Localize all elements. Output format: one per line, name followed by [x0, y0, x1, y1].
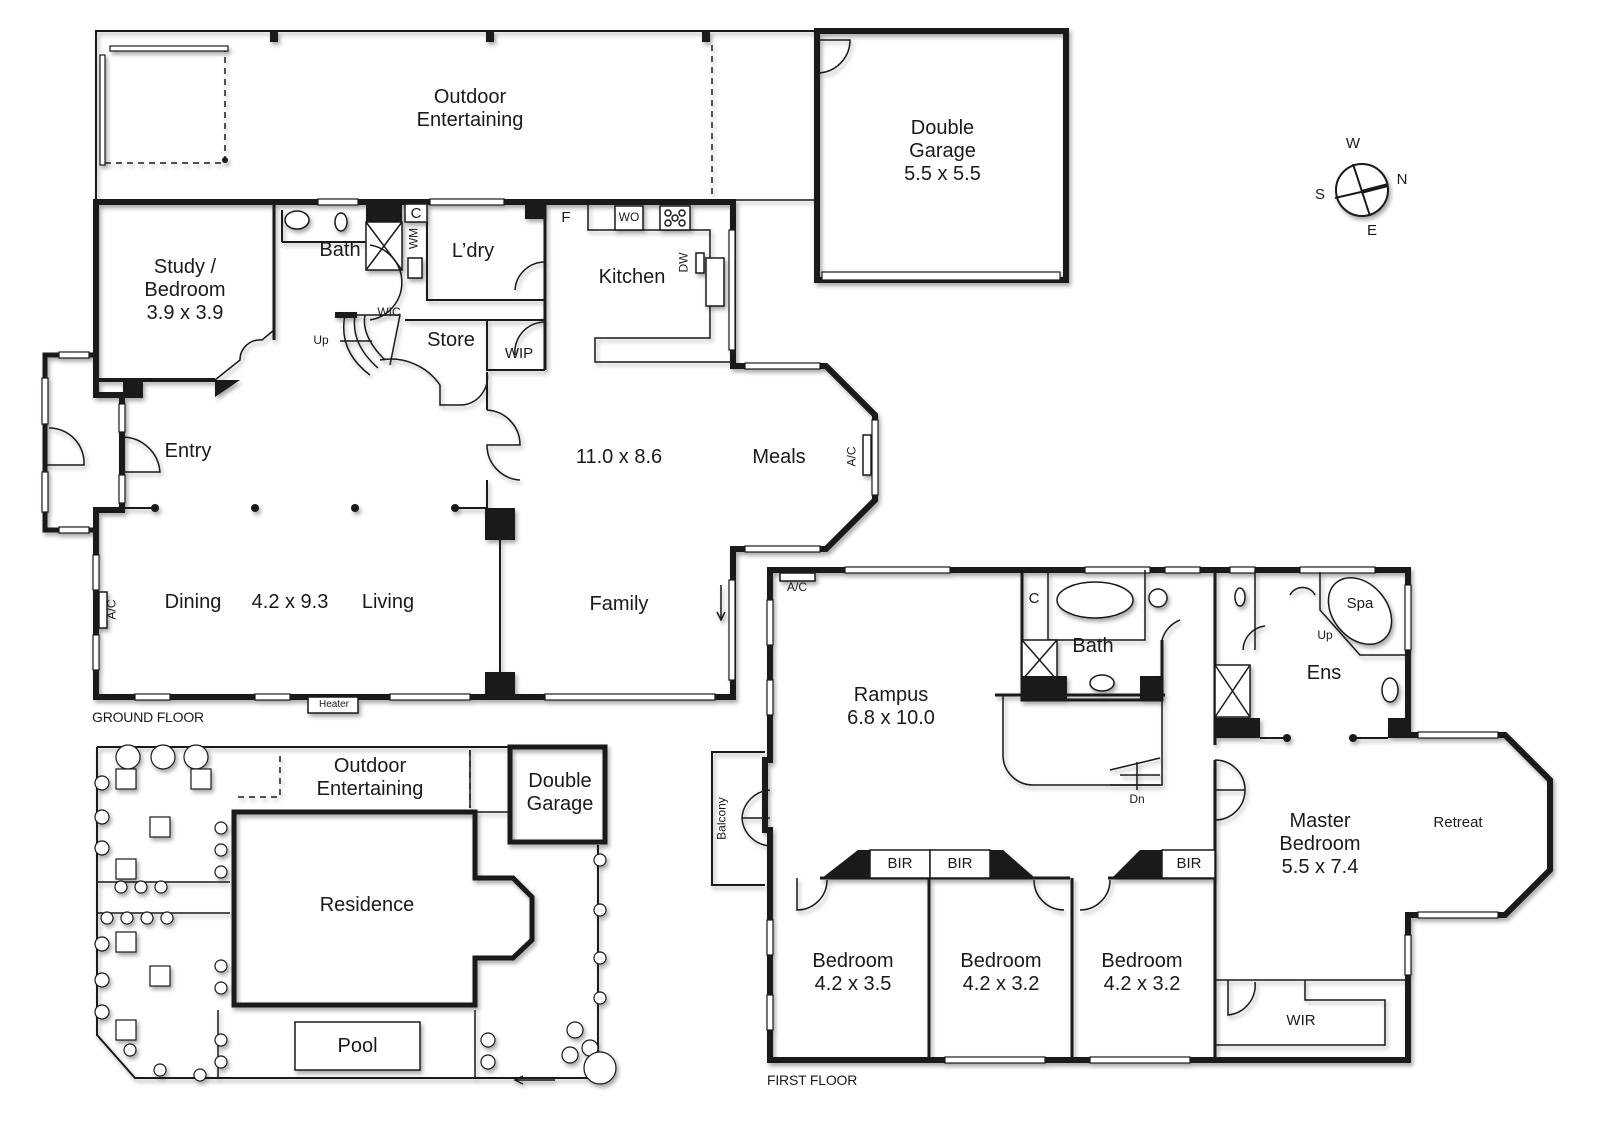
first-floor-plan — [711, 566, 1553, 1064]
room-bedroom-2: Bedroom 4.2 x 3.2 — [948, 950, 1054, 996]
room-kitchen: Kitchen — [598, 266, 666, 288]
room-meals: Meals — [752, 446, 806, 468]
room-label: Bedroom — [812, 950, 894, 972]
fixture-bir: BIR — [1176, 855, 1202, 872]
room-label: Double — [910, 117, 975, 139]
fixture-spa: Spa — [1346, 595, 1374, 612]
site-double-garage: Double Garage — [515, 770, 605, 816]
room-laundry: L’dry — [451, 240, 495, 262]
room-outdoor-entertaining: Outdoor Entertaining — [405, 86, 535, 132]
room-family: Family — [589, 593, 649, 615]
room-wir: WIR — [1286, 1012, 1316, 1029]
fixture-cupboard: C — [1028, 590, 1040, 607]
room-label: Double — [528, 770, 592, 792]
room-label: Garage — [526, 793, 594, 815]
room-ensuite: Ens — [1306, 662, 1342, 684]
stairs-down-label: Dn — [1129, 792, 1145, 806]
fixture-heater: Heater — [318, 699, 349, 710]
room-wip: WIP — [504, 345, 534, 362]
fixture-washing-machine: WM — [406, 227, 421, 250]
room-label: Bedroom — [144, 279, 226, 301]
room-bath-upstairs: Bath — [1072, 635, 1114, 657]
room-size: 5.5 x 5.5 — [904, 163, 981, 185]
room-size: 3.9 x 3.9 — [146, 302, 224, 324]
room-bedroom-1: Bedroom 4.2 x 3.5 — [800, 950, 906, 996]
room-label: Bedroom — [1279, 833, 1361, 855]
compass-north: N — [1396, 171, 1408, 188]
room-study-bedroom: Study / Bedroom 3.9 x 3.9 — [125, 256, 245, 325]
room-label: Garage — [909, 140, 976, 162]
fixture-dishwasher: DW — [676, 252, 691, 273]
fixture-cupboard: C — [410, 205, 422, 222]
room-size: 5.5 x 7.4 — [1281, 856, 1359, 878]
fixture-wall-oven: WO — [618, 210, 640, 224]
room-label: Bedroom — [960, 950, 1042, 972]
compass-icon — [1334, 163, 1389, 217]
room-size: 6.8 x 10.0 — [847, 707, 935, 729]
room-double-garage: Double Garage 5.5 x 5.5 — [880, 117, 1005, 186]
room-size: 4.2 x 3.5 — [814, 973, 892, 995]
compass-east: E — [1366, 222, 1377, 239]
room-wic: WIC — [377, 305, 401, 319]
spa-up-label: Up — [1317, 628, 1333, 642]
room-label: Master — [1289, 810, 1351, 832]
fixture-bir: BIR — [887, 855, 913, 872]
room-bath: Bath — [319, 239, 361, 261]
first-floor-caption: FIRST FLOOR — [767, 1072, 858, 1088]
room-entry: Entry — [164, 440, 212, 462]
fixture-air-conditioner: A/C — [786, 580, 807, 594]
room-size: 4.2 x 3.2 — [1103, 973, 1181, 995]
room-label: Entertaining — [416, 109, 524, 131]
room-label: Rampus — [853, 684, 929, 706]
fixture-fridge: F — [561, 209, 571, 226]
room-label: Outdoor — [433, 86, 507, 108]
site-residence: Residence — [319, 894, 415, 916]
room-store: Store — [427, 329, 475, 351]
fixture-air-conditioner: A/C — [844, 446, 859, 467]
room-retreat: Retreat — [1433, 814, 1483, 831]
room-size: 4.2 x 3.2 — [962, 973, 1040, 995]
room-dining: Dining — [164, 591, 222, 613]
room-family-meals-size: 11.0 x 8.6 — [575, 446, 663, 468]
room-rampus: Rampus 6.8 x 10.0 — [825, 684, 957, 730]
room-label: Bedroom — [1101, 950, 1183, 972]
site-pool: Pool — [337, 1035, 378, 1057]
compass-south: S — [1314, 186, 1325, 203]
ground-floor-caption: GROUND FLOOR — [92, 709, 204, 725]
fixture-bir: BIR — [947, 855, 973, 872]
room-master-bedroom: Master Bedroom 5.5 x 7.4 — [1260, 810, 1380, 879]
compass-west: W — [1345, 135, 1361, 152]
stairs-up-label: Up — [313, 333, 329, 347]
site-outdoor-entertaining: Outdoor Entertaining — [305, 755, 435, 801]
site-plan — [94, 744, 617, 1085]
ground-floor-plan — [41, 28, 1069, 714]
room-label: Study / — [153, 256, 217, 278]
fixture-air-conditioner: A/C — [104, 599, 119, 620]
room-dining-living-size: 4.2 x 9.3 — [251, 591, 329, 613]
room-label: Entertaining — [316, 778, 424, 800]
room-label: Outdoor — [333, 755, 407, 777]
room-balcony: Balcony — [714, 797, 729, 840]
room-bedroom-3: Bedroom 4.2 x 3.2 — [1089, 950, 1195, 996]
room-living: Living — [361, 591, 415, 613]
